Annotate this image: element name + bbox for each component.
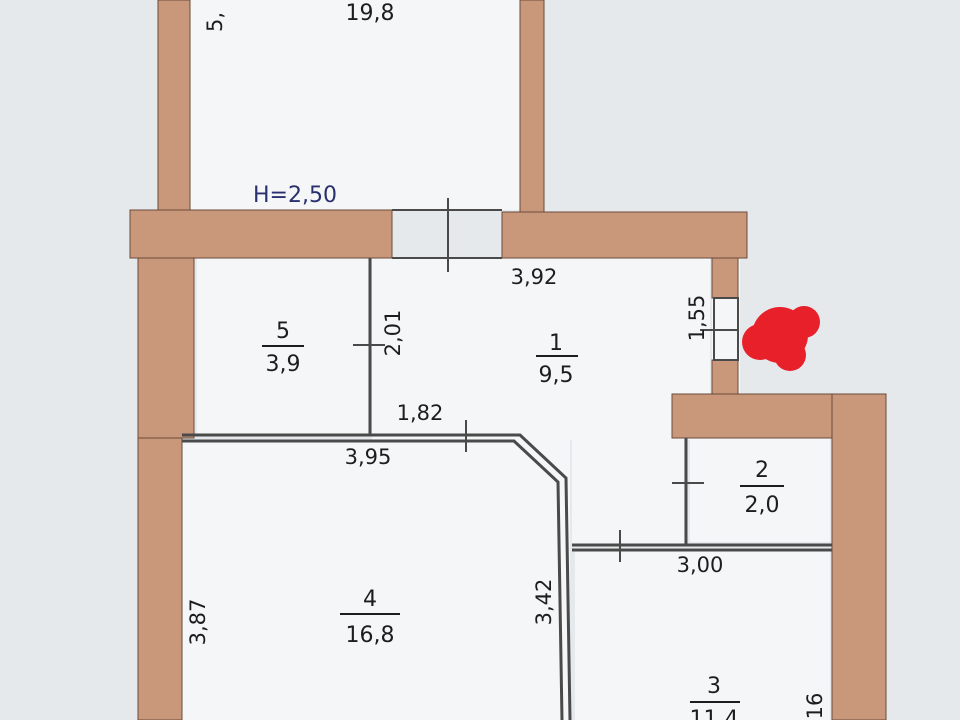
wall-top-left bbox=[157, 0, 191, 213]
door-opening bbox=[392, 198, 739, 361]
dim-room4-depth: 3,87 bbox=[186, 599, 210, 646]
room-4-number: 4 bbox=[363, 587, 377, 612]
wall-horizontal-right bbox=[501, 211, 748, 259]
room-4-area: 16,8 bbox=[346, 623, 395, 648]
room-1-lower-floor bbox=[572, 438, 684, 544]
room-5-number: 5 bbox=[276, 319, 290, 344]
room-1-floor bbox=[372, 258, 710, 440]
dim-top-left-partial: 5, bbox=[203, 12, 227, 32]
room-3-area: 11,4 bbox=[690, 707, 739, 720]
wall-left-upper bbox=[137, 257, 195, 439]
dim-room4-right-depth: 3,42 bbox=[532, 579, 556, 626]
wall-top-right bbox=[519, 0, 545, 213]
room-2-area: 2,0 bbox=[745, 493, 780, 518]
room-labels: 19,8 5 3,9 1 9,5 2 2,0 4 16,8 3 11,4 bbox=[262, 1, 784, 720]
room-5-area: 3,9 bbox=[266, 352, 301, 377]
room-2-floor bbox=[690, 438, 830, 542]
wall-left-lower bbox=[137, 437, 183, 720]
ceiling-height-label: H=2,50 bbox=[253, 183, 337, 208]
dim-room3-right-partial: 16 bbox=[803, 693, 827, 720]
partition-room4-top bbox=[182, 433, 572, 720]
room-3-floor bbox=[575, 548, 830, 720]
dim-room5-depth: 2,01 bbox=[381, 310, 405, 357]
dim-corridor-segment: 1,82 bbox=[397, 401, 444, 425]
walls bbox=[129, 0, 887, 720]
room-3-number: 3 bbox=[707, 674, 721, 699]
room-4-floor bbox=[180, 440, 570, 720]
dim-hall-width: 3,92 bbox=[511, 265, 558, 289]
room-1-area: 9,5 bbox=[539, 363, 574, 388]
wall-right-stub-top bbox=[711, 257, 739, 299]
wall-right-vertical bbox=[831, 393, 887, 720]
red-blot-icon bbox=[742, 306, 820, 371]
dim-room3-width: 3,00 bbox=[677, 553, 724, 577]
room-1-number: 1 bbox=[549, 331, 563, 356]
dimension-labels: 5, 3,92 2,01 1,55 1,82 3,95 3,00 3,87 3,… bbox=[186, 12, 827, 719]
room-2-number: 2 bbox=[755, 458, 769, 483]
wall-right-stub-bottom bbox=[711, 359, 739, 399]
room-top-area: 19,8 bbox=[346, 1, 395, 26]
partition-room4-top-inner bbox=[182, 439, 564, 720]
partitions bbox=[182, 258, 832, 720]
dimension-ticks bbox=[353, 344, 704, 562]
dim-door-width: 1,55 bbox=[685, 295, 709, 342]
room-top-floor bbox=[190, 0, 522, 210]
dim-room4-width: 3,95 bbox=[345, 445, 392, 469]
wall-horizontal-left bbox=[129, 209, 393, 259]
